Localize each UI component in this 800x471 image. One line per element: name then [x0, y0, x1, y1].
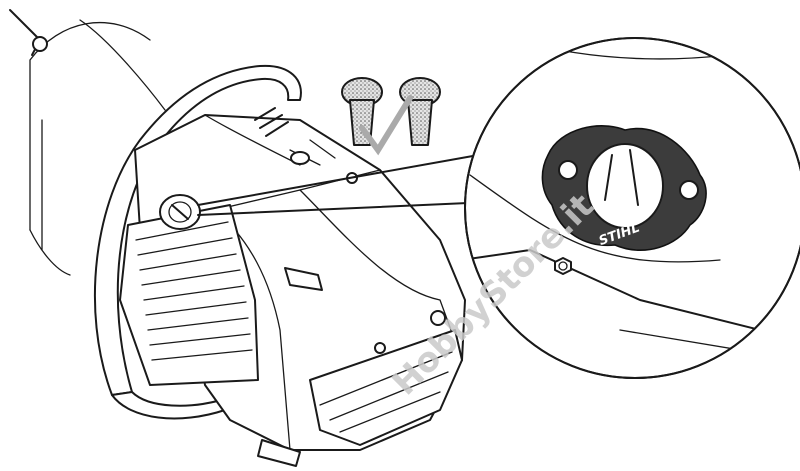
housing-bolt	[430, 310, 446, 326]
machine-background-frame	[9, 9, 166, 276]
callout-lines	[197, 153, 485, 216]
spring-detail	[254, 107, 289, 137]
screws-icon	[341, 77, 441, 156]
filler-cap	[159, 194, 201, 230]
foot	[257, 439, 301, 467]
zoom-detail-circle: STIHL	[464, 37, 800, 379]
cooling-grille	[119, 204, 259, 386]
pivot-bolt	[32, 36, 48, 52]
check-mark-icon	[359, 95, 413, 156]
torx-screw	[554, 257, 572, 275]
stihl-cap-plate: STIHL	[541, 125, 707, 251]
starter-grip	[284, 267, 323, 291]
top-fastener	[290, 151, 310, 165]
front-louvers	[257, 329, 463, 467]
